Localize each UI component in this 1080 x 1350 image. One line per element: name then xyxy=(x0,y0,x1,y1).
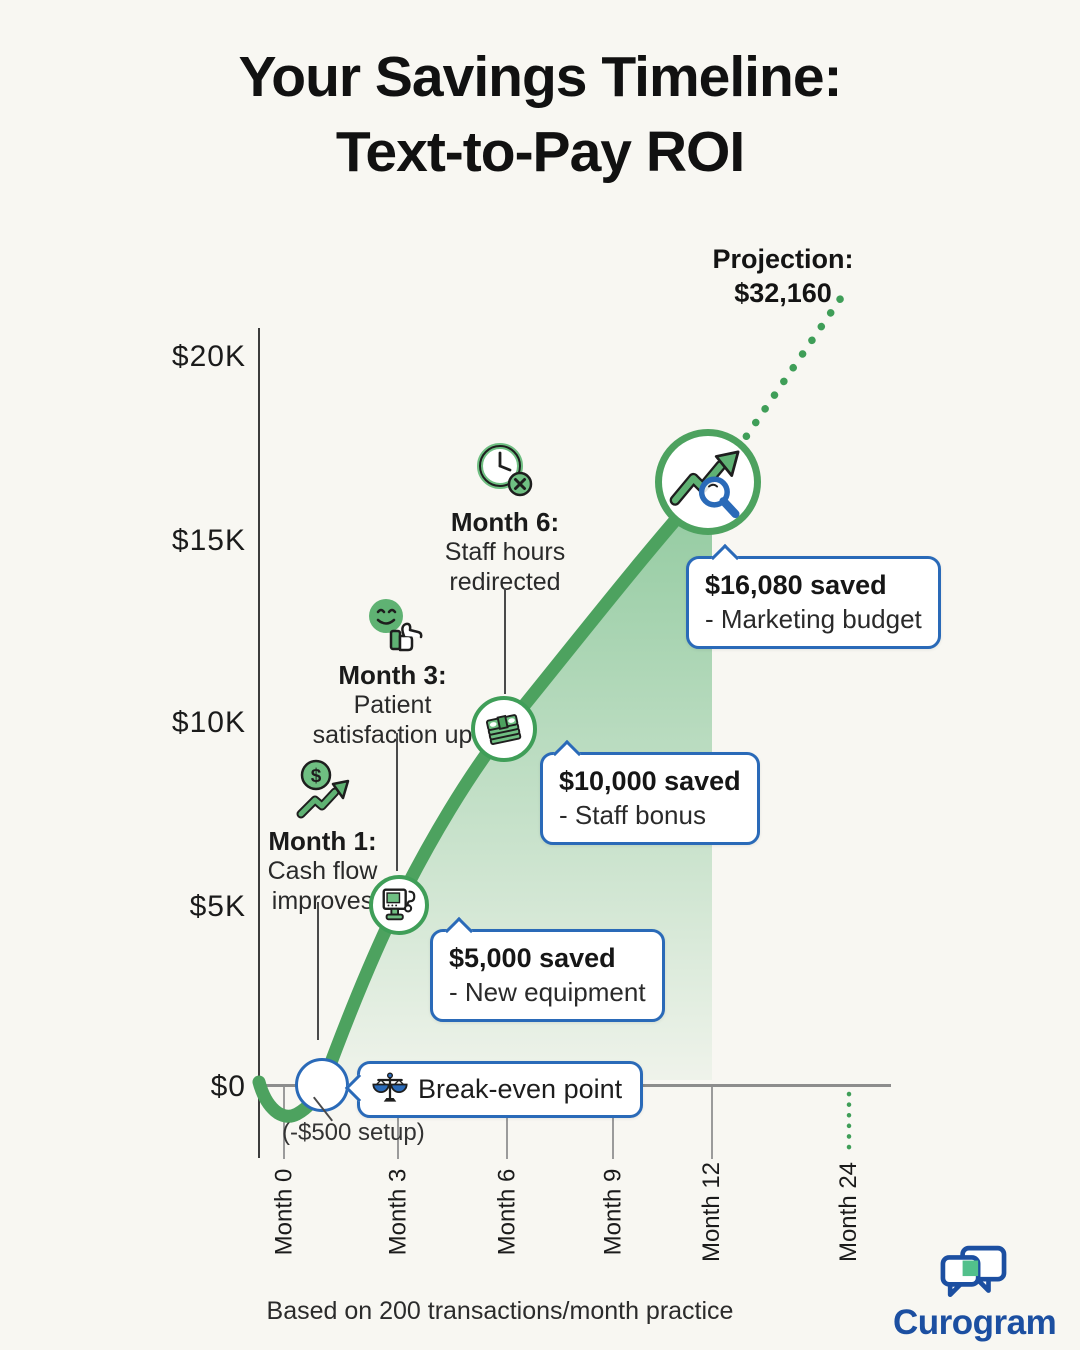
milestone-month3-title: Month 3: xyxy=(338,660,447,690)
milestone-month1-title: Month 1: xyxy=(268,826,377,856)
callout-16080-detail: - Marketing budget xyxy=(705,603,922,634)
y-tick-10k: $10K xyxy=(171,706,246,739)
brand-name: Curogram xyxy=(893,1303,1057,1342)
growth-arrow-magnifier-icon xyxy=(669,450,740,519)
x-tick-month9 xyxy=(612,1087,614,1159)
coin-growth-icon: $ xyxy=(296,759,349,819)
title-line-1: Your Savings Timeline: xyxy=(238,45,842,109)
y-tick-0: $0 xyxy=(210,1070,246,1103)
callout-5000-saved: $5,000 saved - New equipment xyxy=(430,916,665,1022)
setup-note: (-$500 setup) xyxy=(282,1119,425,1146)
breakeven-label: Break-even point xyxy=(418,1073,623,1104)
month1-leader-line xyxy=(317,902,319,1040)
callout-16080-amount: $16,080 saved xyxy=(705,570,887,600)
y-tick-15k: $15K xyxy=(171,524,246,557)
x-tick-month6 xyxy=(506,1087,508,1159)
balance-scales-icon xyxy=(372,1072,408,1102)
milestone-month3-desc1: Patient xyxy=(353,691,432,720)
milestone-month6: Month 6: Staff hours redirected xyxy=(415,441,595,597)
cash-stack-icon xyxy=(486,714,522,745)
growth-analysis-node xyxy=(655,429,761,535)
title-line-2: Text-to-Pay ROI xyxy=(335,120,745,185)
milestone-month1-desc1: Cash flow xyxy=(267,857,378,886)
money-stack-node xyxy=(471,696,537,762)
curogram-brand: Curogram xyxy=(893,1245,1057,1343)
callout-10000-amount: $10,000 saved xyxy=(559,766,741,796)
callout-breakeven: Break-even point xyxy=(344,1061,644,1118)
smiley-thumbs-up-icon xyxy=(368,599,422,652)
breakeven-node xyxy=(295,1058,349,1112)
projection-label: Projection: $32,160 xyxy=(688,243,878,311)
callout-10000-saved: $10,000 saved - Staff bonus xyxy=(540,739,760,845)
clock-cancel-icon xyxy=(477,443,533,497)
x-tick-month12 xyxy=(711,1087,713,1159)
y-tick-20k: $20K xyxy=(171,340,246,373)
x-tick-month3 xyxy=(397,1087,399,1159)
callout-10000-detail: - Staff bonus xyxy=(559,799,706,830)
x-tick-month0 xyxy=(283,1087,285,1159)
milestone-month1: $ Month 1: Cash flow improves xyxy=(235,758,410,916)
month3-leader-line xyxy=(396,733,398,871)
milestone-month6-desc1: Staff hours xyxy=(444,538,566,567)
curogram-logo-icon xyxy=(940,1245,1007,1298)
milestone-month6-title: Month 6: xyxy=(450,507,560,537)
callout-5000-amount: $5,000 saved xyxy=(449,943,616,973)
equipment-node xyxy=(369,875,429,935)
milestone-month1-desc2: improves xyxy=(271,886,374,915)
callout-16080-saved: $16,080 saved - Marketing budget xyxy=(686,543,941,649)
medical-equipment-icon xyxy=(382,888,416,921)
footer-note: Based on 200 transactions/month practice xyxy=(266,1297,734,1325)
callout-5000-detail: - New equipment xyxy=(449,976,646,1007)
projection-value: $32,160 xyxy=(734,277,832,308)
projection-title: Projection: xyxy=(712,244,854,274)
milestone-month3: Month 3: Patient satisfaction up xyxy=(300,596,485,750)
month6-leader-line xyxy=(504,588,506,694)
page-title: Your Savings Timeline: Text-to-Pay ROI xyxy=(0,40,1080,190)
y-tick-5k: $5K xyxy=(189,890,246,923)
y-axis-line xyxy=(258,328,260,1158)
milestone-month3-desc2: satisfaction up xyxy=(312,720,473,749)
svg-text:$: $ xyxy=(310,766,321,787)
projection-dotted-line xyxy=(733,285,851,454)
